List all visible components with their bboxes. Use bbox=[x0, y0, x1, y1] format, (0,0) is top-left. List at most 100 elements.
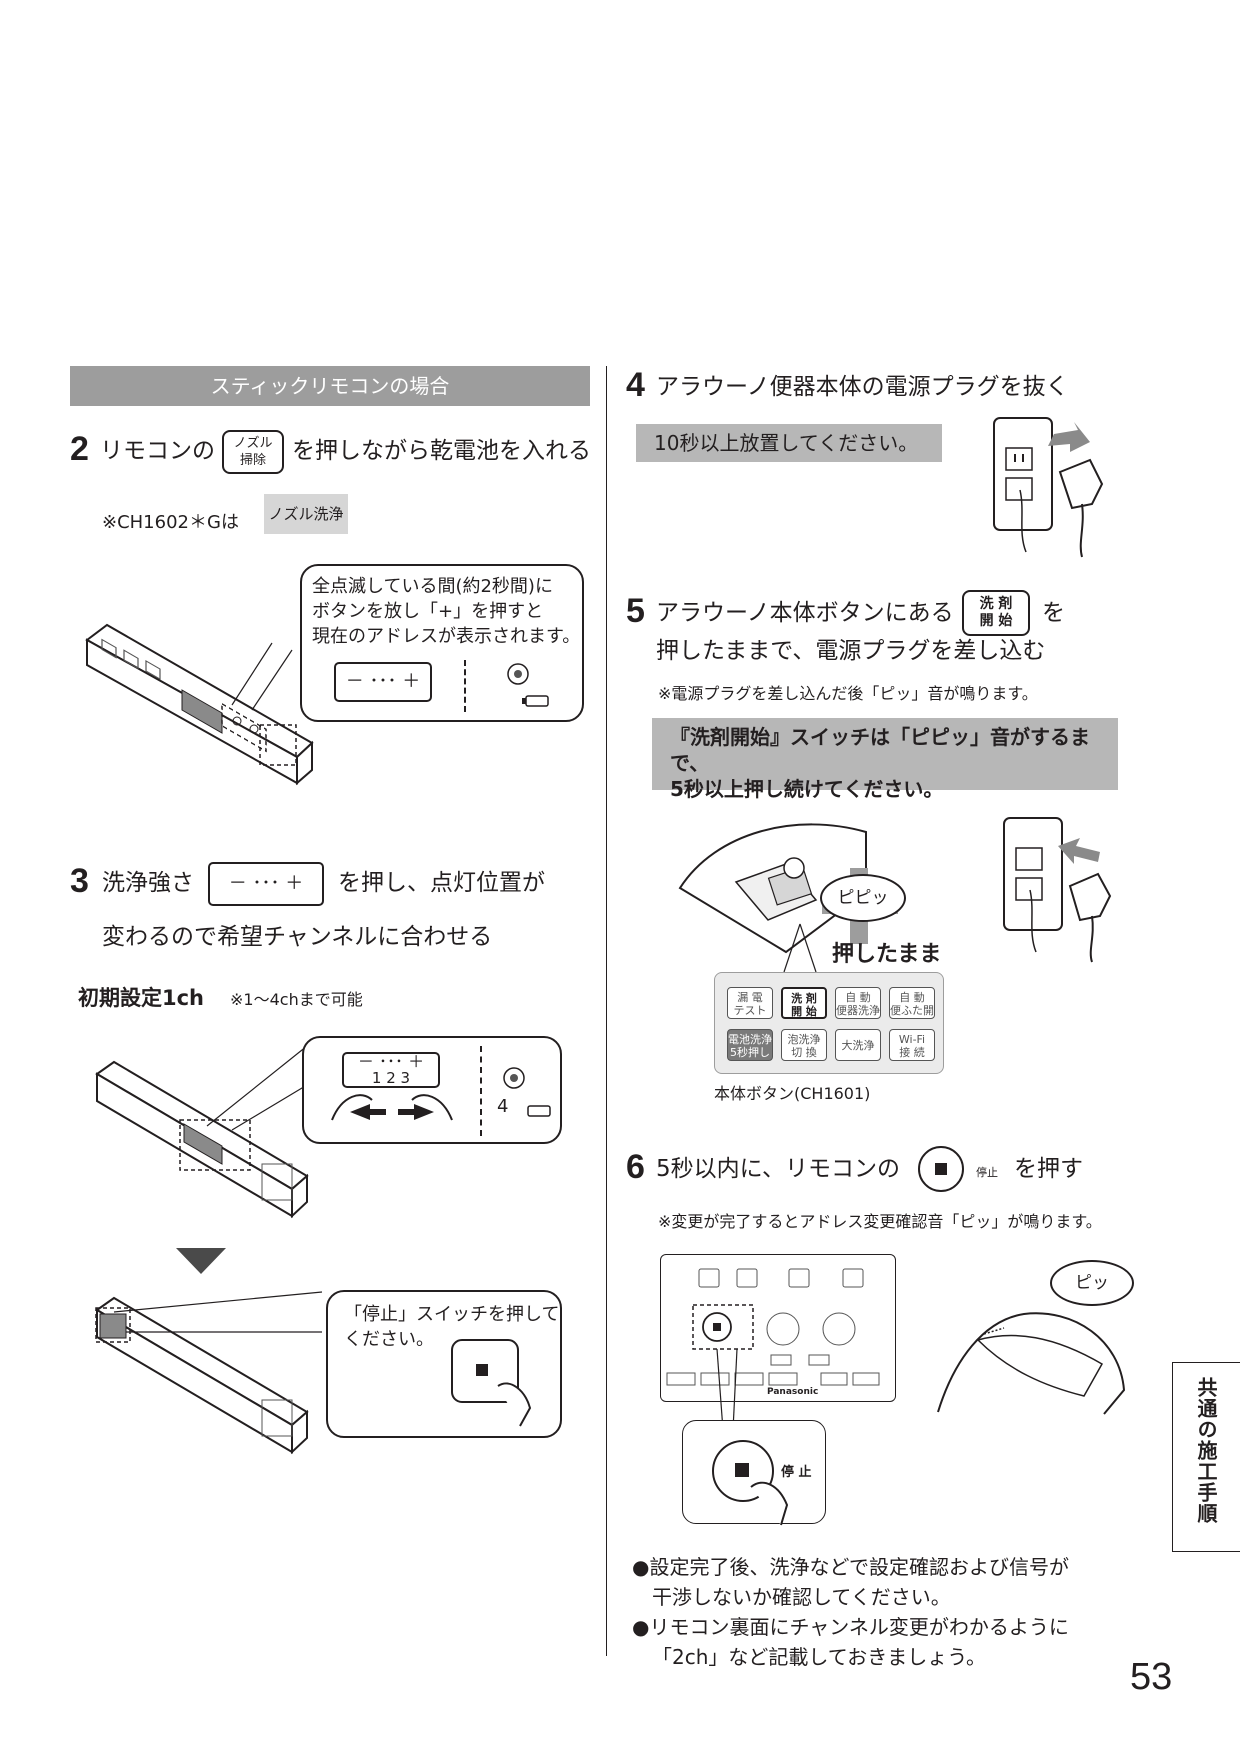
hold-label: 押したまま bbox=[832, 942, 942, 967]
step-6-text-after: を押す bbox=[1014, 1156, 1083, 1182]
panel-caption: 本体ボタン(CH1601) bbox=[714, 1084, 871, 1103]
detergent-start-key-top: 洗 剤 bbox=[979, 596, 1013, 612]
stop-mark-label: 停止 bbox=[976, 1166, 998, 1179]
bullet-notes: ●設定完了後、洗浄などで設定確認および信号が 干渉しないか確認してください。 ●… bbox=[632, 1552, 1069, 1672]
chapter-side-tab-label: 共通の施工手順 bbox=[1194, 1377, 1218, 1524]
body-button-label-2: 5秒押し bbox=[730, 1046, 770, 1059]
stick-remote-illustration-3 bbox=[95, 1291, 323, 1455]
step-4-number: 4 bbox=[626, 366, 645, 404]
remote-brand: Panasonic bbox=[767, 1387, 819, 1397]
detergent-start-key-bottom: 開 始 bbox=[979, 613, 1013, 629]
body-button-6: 泡洗浄切 換 bbox=[781, 1029, 827, 1061]
stop-button-press-icon bbox=[451, 1339, 532, 1427]
body-button-4: 自 動便ふた開 bbox=[889, 987, 935, 1019]
body-button-label-1: 漏 電 bbox=[737, 991, 763, 1004]
body-button-label-1: 自 動 bbox=[899, 991, 925, 1004]
stop-callout-line-1: 「停止」スイッチを押して bbox=[344, 1304, 560, 1325]
toilet-lid-illustration bbox=[937, 1312, 1126, 1415]
channel-display-key: － ･･･ ＋ 1 2 3 bbox=[342, 1052, 440, 1088]
step-3-text-before: 洗浄強さ bbox=[102, 870, 194, 896]
bullet-2-line-2: 「2ch」など記載しておきましょう。 bbox=[652, 1645, 986, 1669]
step-2-text-after: を押しながら乾電池を入れる bbox=[292, 438, 591, 464]
stop-zoom-label: 停 止 bbox=[781, 1465, 812, 1480]
beep-bubble-1: ピピッ bbox=[820, 874, 906, 922]
body-button-label-2: 便ふた開 bbox=[890, 1004, 934, 1017]
strength-key: － ･･･ ＋ bbox=[208, 862, 324, 906]
stick-remote-illustration-1 bbox=[85, 623, 314, 786]
body-button-label-2: 接 続 bbox=[899, 1046, 925, 1059]
step-2-number: 2 bbox=[70, 430, 89, 468]
body-button-3: 自 動便器洗浄 bbox=[835, 987, 881, 1019]
nozzle-clean-key-top: ノズル bbox=[233, 436, 273, 451]
wall-remote-illustration: Panasonic bbox=[660, 1254, 896, 1431]
callout-divider bbox=[464, 660, 467, 712]
step-5-line-2: 押したままで、電源プラグを差し込む bbox=[656, 638, 1046, 664]
panel-pointer bbox=[783, 923, 817, 973]
step-3-text-after: を押し、点灯位置が bbox=[338, 870, 545, 896]
step-5-box: 『洗剤開始』スイッチは「ピピッ」音がするまで、 5秒以上押し続けてください。 bbox=[652, 718, 1118, 801]
step-2-text-before: リモコンの bbox=[100, 438, 215, 464]
section-header: スティックリモコンの場合 bbox=[70, 366, 590, 406]
body-button-label-1: Wi-Fi bbox=[898, 1033, 926, 1046]
body-button-label-2: 開 始 bbox=[791, 1005, 817, 1018]
step-5-note: ※電源プラグを差し込んだ後「ピッ」音が鳴ります。 bbox=[658, 684, 1038, 703]
body-button-1: 漏 電テスト bbox=[727, 987, 773, 1019]
unplug-illustration bbox=[993, 417, 1104, 558]
initial-setting-note: ※1〜4chまで可能 bbox=[230, 990, 363, 1009]
nozzle-wash-badge: ノズル洗浄 bbox=[264, 494, 348, 534]
address-callout-line-1: 全点滅している間(約2秒間)に bbox=[312, 576, 553, 597]
down-triangle-icon bbox=[176, 1248, 226, 1274]
channel-callout-divider bbox=[480, 1046, 483, 1136]
nozzle-clean-key: ノズル 掃除 bbox=[222, 430, 284, 474]
body-button-label-1: 電池洗浄 bbox=[728, 1033, 772, 1046]
detergent-start-key: 洗 剤 開 始 bbox=[962, 590, 1030, 636]
channel-led-icon bbox=[503, 1067, 551, 1117]
nozzle-clean-key-bottom: 掃除 bbox=[239, 453, 266, 468]
strength-display-key: － ･･･ ＋ bbox=[334, 662, 432, 702]
address-callout-line-3: 現在のアドレスが表示されます。 bbox=[312, 626, 581, 647]
channel-4-label: 4 bbox=[497, 1096, 509, 1117]
body-button-label-1: 大洗浄 bbox=[841, 1039, 875, 1052]
led-battery-icon bbox=[507, 663, 549, 707]
bullet-1-line-2: 干渉しないか確認してください。 bbox=[652, 1585, 951, 1609]
stop-callout-line-2: ください。 bbox=[344, 1329, 434, 1350]
step-5-text-before: アラウーノ本体ボタンにある bbox=[656, 600, 954, 626]
step-4-box: 10秒以上放置してください。 bbox=[636, 424, 942, 462]
finger-arrows-icon bbox=[331, 1094, 453, 1121]
step-4-text: アラウーノ便器本体の電源プラグを抜く bbox=[656, 374, 1069, 400]
stop-button-icon bbox=[918, 1146, 964, 1192]
body-button-2: 洗 剤開 始 bbox=[781, 987, 827, 1019]
body-button-7: 大洗浄 bbox=[835, 1029, 881, 1061]
page-number: 53 bbox=[1130, 1656, 1173, 1698]
body-button-label-1: 自 動 bbox=[845, 991, 871, 1004]
step-5-number: 5 bbox=[626, 592, 645, 630]
step-5-text-after: を bbox=[1042, 600, 1065, 626]
body-button-label-1: 泡洗浄 bbox=[787, 1033, 821, 1046]
step-6-number: 6 bbox=[626, 1148, 645, 1186]
bullet-1-line-1: ●設定完了後、洗浄などで設定確認および信号が bbox=[632, 1555, 1070, 1579]
body-button-label-2: 便器洗浄 bbox=[836, 1004, 880, 1017]
initial-setting: 初期設定1ch bbox=[78, 986, 205, 1010]
body-button-label-2: テスト bbox=[733, 1004, 767, 1017]
step-5-box-line-2: 5秒以上押し続けてください。 bbox=[670, 777, 944, 801]
step-6-note: ※変更が完了するとアドレス変更確認音「ピッ」が鳴ります。 bbox=[658, 1212, 1102, 1231]
step-5-box-line-1: 『洗剤開始』スイッチは「ピピッ」音がするまで、 bbox=[670, 725, 1090, 775]
step-3-line-2: 変わるので希望チャンネルに合わせる bbox=[102, 924, 493, 950]
toilet-body-illustration bbox=[678, 823, 867, 954]
bullet-2-line-1: ●リモコン裏面にチャンネル変更がわかるように bbox=[632, 1615, 1069, 1639]
body-button-label-2: 切 換 bbox=[791, 1046, 817, 1059]
address-callout-line-2: ボタンを放し「+」を押すと bbox=[312, 601, 544, 622]
body-button-label-1: 洗 剤 bbox=[791, 992, 817, 1005]
column-divider bbox=[606, 366, 607, 1656]
channel-display-digits: 1 2 3 bbox=[371, 1069, 411, 1087]
plug-in-illustration bbox=[1003, 817, 1112, 963]
stop-zoom-callout: 停 止 bbox=[682, 1420, 826, 1526]
step-3-number: 3 bbox=[70, 862, 89, 900]
chapter-side-tab: 共通の施工手順 bbox=[1172, 1362, 1240, 1552]
beep-bubble-2: ピッ bbox=[1050, 1260, 1134, 1306]
channel-display-top: － ･･･ ＋ bbox=[357, 1052, 425, 1071]
step-6-text-before: 5秒以内に、リモコンの bbox=[656, 1156, 900, 1182]
